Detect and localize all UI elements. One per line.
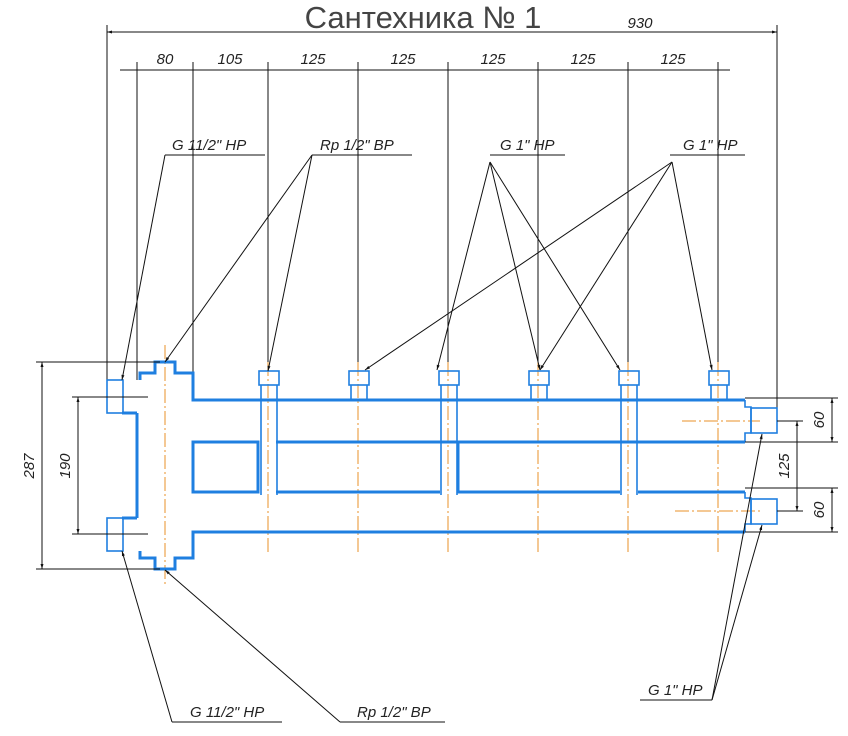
label-g1-bottom: G 1" НР — [648, 682, 703, 699]
dim-125-right: 125 — [776, 453, 793, 479]
dim-80: 80 — [157, 51, 174, 68]
dim-125: 125 — [660, 51, 686, 68]
dim-60-bottom: 60 — [811, 501, 828, 518]
right-dimensions: 60 125 60 — [745, 397, 838, 533]
leader-top-g1-a: G 1" НР — [436, 137, 621, 371]
leader-top-g1-b: G 1" НР — [364, 137, 745, 371]
dim-287: 287 — [21, 453, 38, 480]
dim-125: 125 — [570, 51, 596, 68]
leader-bottom-rp: Rp 1/2" ВР — [164, 569, 445, 723]
overall-dimension-text: 930 — [627, 15, 653, 32]
label-g1-top-a: G 1" НР — [500, 137, 555, 154]
left-dimensions: 287 190 — [21, 361, 160, 570]
label-g112-bottom: G 11/2" НР — [190, 704, 264, 721]
drawing-title: Сантехника № 1 — [305, 0, 542, 35]
manifold-body — [106, 360, 778, 571]
dim-105: 105 — [217, 51, 243, 68]
label-rp12-bottom: Rp 1/2" ВР — [357, 704, 431, 721]
dim-125: 125 — [300, 51, 326, 68]
leader-bottom-right: G 1" НР — [640, 433, 763, 701]
dim-190: 190 — [57, 453, 74, 479]
label-g112-top: G 11/2" НР — [172, 137, 246, 154]
dim-125: 125 — [480, 51, 506, 68]
label-rp12-top: Rp 1/2" ВР — [320, 137, 394, 154]
center-lines — [115, 345, 760, 585]
overall-dimension: 930 — [106, 15, 778, 420]
label-g1-top-b: G 1" НР — [683, 137, 738, 154]
dim-125: 125 — [390, 51, 416, 68]
leader-top-rp: Rp 1/2" ВР — [164, 137, 412, 372]
dim-60-top: 60 — [811, 411, 828, 428]
leader-top-left: G 11/2" НР — [121, 137, 265, 381]
chain-dimensions: 80 105 125 125 125 125 125 — [120, 51, 730, 400]
leader-bottom-left: G 11/2" НР — [121, 550, 282, 723]
